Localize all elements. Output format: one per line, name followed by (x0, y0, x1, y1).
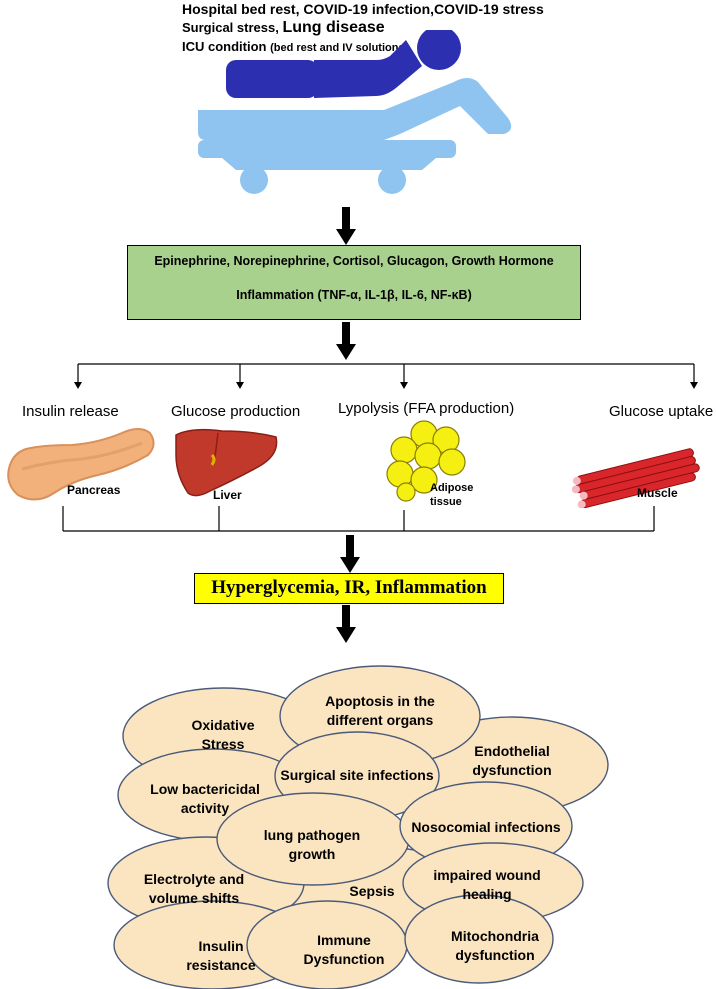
converge-connector (62, 506, 655, 532)
header-line-1: Hospital bed rest, COVID-19 infection,CO… (182, 1, 544, 17)
hormone-line-1: Epinephrine, Norepinephrine, Cortisol, G… (154, 254, 554, 268)
effect-wound-healing: impaired wound healing (433, 867, 541, 902)
organ-title-pancreas: Insulin release (22, 403, 119, 420)
hormone-line-2: Inflammation (TNF-α, IL-1β, IL-6, NF-κB) (236, 288, 472, 302)
arrow-down-2 (336, 322, 356, 360)
effect-insulin-resistance: Insulin resistance (186, 938, 256, 973)
effect-immune: Immune Dysfunction (303, 932, 385, 967)
organ-title-liver: Glucose production (171, 403, 301, 420)
effect-electrolyte: Electrolyte and volume shifts (143, 871, 245, 906)
arrow-down-4 (336, 605, 356, 643)
effect-nosocomial: Nosocomial infections (411, 819, 561, 835)
effect-apoptosis: Apoptosis in the different organs (325, 693, 435, 728)
header-line-2: Surgical stress, Lung disease (182, 19, 385, 37)
organ-label-pancreas: Pancreas (67, 483, 121, 497)
header-line-3: ICU condition (bed rest and IV solutions… (182, 39, 408, 54)
header-line-2a: Surgical stress, (182, 20, 283, 35)
effect-low-bactericidal: Low bactericidal activity (150, 781, 260, 816)
effect-mitochondria: Mitochondria dysfunction (451, 928, 539, 963)
ellipse-mitochondria (404, 894, 554, 984)
header-line-3b: (bed rest and IV solutions) (270, 42, 409, 54)
header-line-2b: Lung disease (282, 19, 385, 36)
arrow-down-1 (336, 207, 356, 245)
patient-icon (226, 30, 461, 98)
branch-connector (74, 363, 698, 389)
header-line-3a: ICU condition (182, 39, 271, 54)
muscle-icon (571, 448, 700, 508)
outcome-box: Hyperglycemia, IR, Inflammation (194, 573, 504, 604)
effect-surgical-site: Surgical site infections (280, 767, 434, 783)
liver-icon (175, 428, 278, 497)
bed-icon (198, 78, 512, 194)
effect-endothelial: Endothelial dysfunction (472, 743, 552, 778)
organ-label-liver: Liver (213, 488, 242, 502)
effects-cluster (107, 665, 609, 989)
patient-bed-illustration (198, 30, 512, 194)
outcome-text: Hyperglycemia, IR, Inflammation (211, 577, 487, 598)
pancreas-icon (7, 428, 155, 501)
hormone-box: Epinephrine, Norepinephrine, Cortisol, G… (127, 245, 581, 320)
effect-oxidative-stress: Oxidative Stress (191, 717, 255, 752)
organ-label-muscle: Muscle (637, 486, 678, 500)
effect-sepsis: Sepsis (349, 883, 395, 899)
arrow-down-3 (340, 535, 360, 573)
effect-lung-pathogen: lung pathogen growth (263, 827, 361, 862)
adipose-tissue-icon (386, 420, 466, 502)
organ-label-adipose: Adipose tissue (430, 482, 474, 508)
organ-title-adipose: Lypolysis (FFA production) (338, 400, 515, 417)
organ-title-muscle: Glucose uptake (609, 403, 714, 420)
